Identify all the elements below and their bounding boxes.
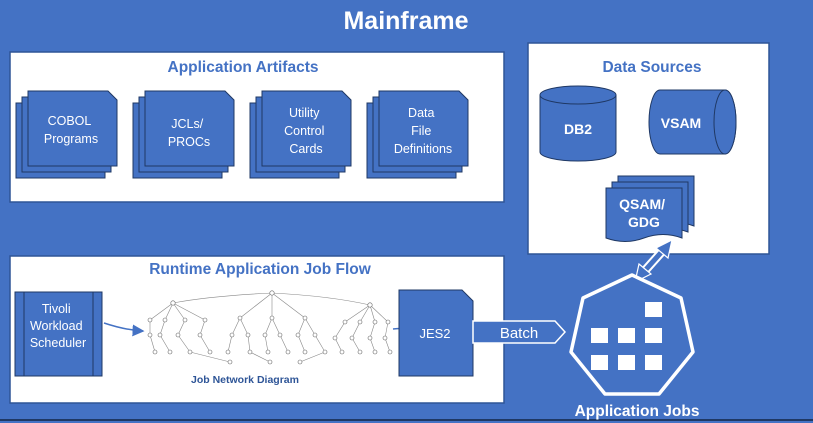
- svg-text:COBOL Programs: COBOL Programs: [44, 114, 98, 146]
- tivoli-line-2: Workload: [30, 319, 83, 333]
- application-jobs-label: Application Jobs: [575, 403, 700, 420]
- jes2-box: JES2: [398, 289, 474, 377]
- svg-text:QSAM/ GDG: QSAM/ GDG: [619, 196, 669, 230]
- artifacts-title: Application Artifacts: [168, 59, 319, 76]
- kubernetes-jobs-icon: [569, 273, 695, 396]
- batch-arrow: Batch: [472, 320, 567, 344]
- qsam-gdg-docs-icon: QSAM/ GDG: [605, 175, 695, 242]
- utility-control-cards-docs: Utility Control Cards: [249, 90, 352, 179]
- jcls-line-1: JCLs/: [171, 117, 203, 131]
- svg-text:JCLs/ PROCs: JCLs/ PROCs: [168, 117, 210, 149]
- datafile-line-1: Data: [408, 106, 434, 120]
- tivoli-line-3: Scheduler: [30, 336, 86, 350]
- utility-line-3: Cards: [289, 142, 322, 156]
- db2-database-icon: DB2: [539, 85, 617, 162]
- runtime-panel: Runtime Application Job Flow Tivoli Work…: [9, 255, 505, 404]
- jcls-procs-docs: JCLs/ PROCs: [132, 90, 235, 179]
- utility-line-2: Control: [284, 124, 324, 138]
- datafile-line-2: File: [411, 124, 431, 138]
- vsam-storage-icon: VSAM: [648, 89, 737, 155]
- cobol-programs-docs: COBOL Programs: [15, 90, 118, 179]
- scheduler-to-network-arrow: [103, 322, 145, 337]
- data-sources-title: Data Sources: [602, 59, 701, 76]
- vsam-label: VSAM: [661, 115, 701, 131]
- data-file-definitions-docs: Data File Definitions: [366, 90, 469, 179]
- db2-label: DB2: [564, 121, 592, 137]
- utility-line-1: Utility: [289, 106, 320, 120]
- artifacts-panel: Application Artifacts COBOL Programs JCL…: [9, 51, 505, 203]
- svg-text:Tivoli Workload: Tivoli Workload Scheduler: [30, 302, 86, 350]
- jcls-line-2: PROCs: [168, 135, 210, 149]
- job-network-label: Job Network Diagram: [191, 374, 299, 386]
- tivoli-line-1: Tivoli: [42, 302, 71, 316]
- batch-label: Batch: [500, 325, 538, 342]
- cobol-line-2: Programs: [44, 132, 98, 146]
- job-network-diagram-icon: [149, 292, 391, 363]
- jes2-label: JES2: [419, 326, 450, 341]
- job-network-nodes: [147, 290, 393, 365]
- qsam-line-2: GDG: [628, 214, 660, 230]
- runtime-title: Runtime Application Job Flow: [149, 261, 372, 278]
- page-title: Mainframe: [343, 7, 468, 35]
- data-sources-panel: Data Sources DB2 VSAM QSAM/ GDG: [527, 42, 770, 255]
- cobol-line-1: COBOL: [48, 114, 92, 128]
- svg-text:Data File Defi: Data File Definitions: [394, 106, 452, 156]
- svg-text:Utility Control: Utility Control Cards: [284, 106, 328, 156]
- datafile-line-3: Definitions: [394, 142, 452, 156]
- tivoli-scheduler-box: Tivoli Workload Scheduler: [14, 291, 103, 377]
- qsam-line-1: QSAM/: [619, 196, 665, 212]
